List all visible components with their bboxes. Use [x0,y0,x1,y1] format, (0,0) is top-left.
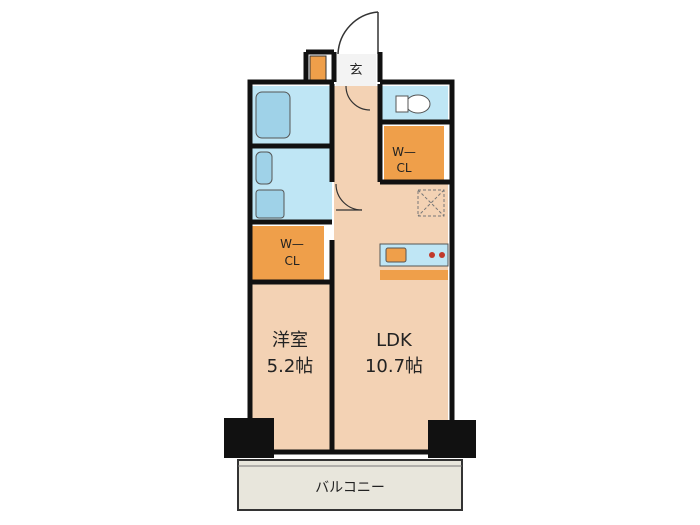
ventilation-icon [417,189,445,217]
shoe-box-icon [309,55,327,83]
ldk-size: 10.7帖 [365,356,423,377]
kitchen-sink-icon [385,247,407,263]
door-swing-icon [337,11,379,55]
bathtub-icon [255,91,291,139]
ldk-floor [334,182,448,452]
toilet-icon [405,94,431,114]
closet-upper-label-1: W— [392,145,416,159]
western-room-size: 5.2帖 [267,356,314,377]
washer-icon [255,189,285,219]
entrance-door [338,10,378,54]
structural-columns [224,418,476,458]
genkan-label: 玄 [349,63,362,78]
closet-lower [252,226,324,280]
washbasin-icon [255,151,273,185]
closet-upper-label-2: CL [396,161,411,175]
hallway-floor [334,86,380,182]
genkan-floor [336,54,376,86]
western-room-name: 洋室 [272,330,308,351]
stove-icon [429,252,435,258]
closet-upper [384,126,444,182]
closet-lower-label-2: CL [284,254,299,268]
balcony-label: バルコニー [315,480,385,496]
ldk-name: LDK [376,330,413,351]
walls [247,49,455,455]
closet-lower-label-1: W— [280,237,304,251]
balcony-area [237,459,463,511]
